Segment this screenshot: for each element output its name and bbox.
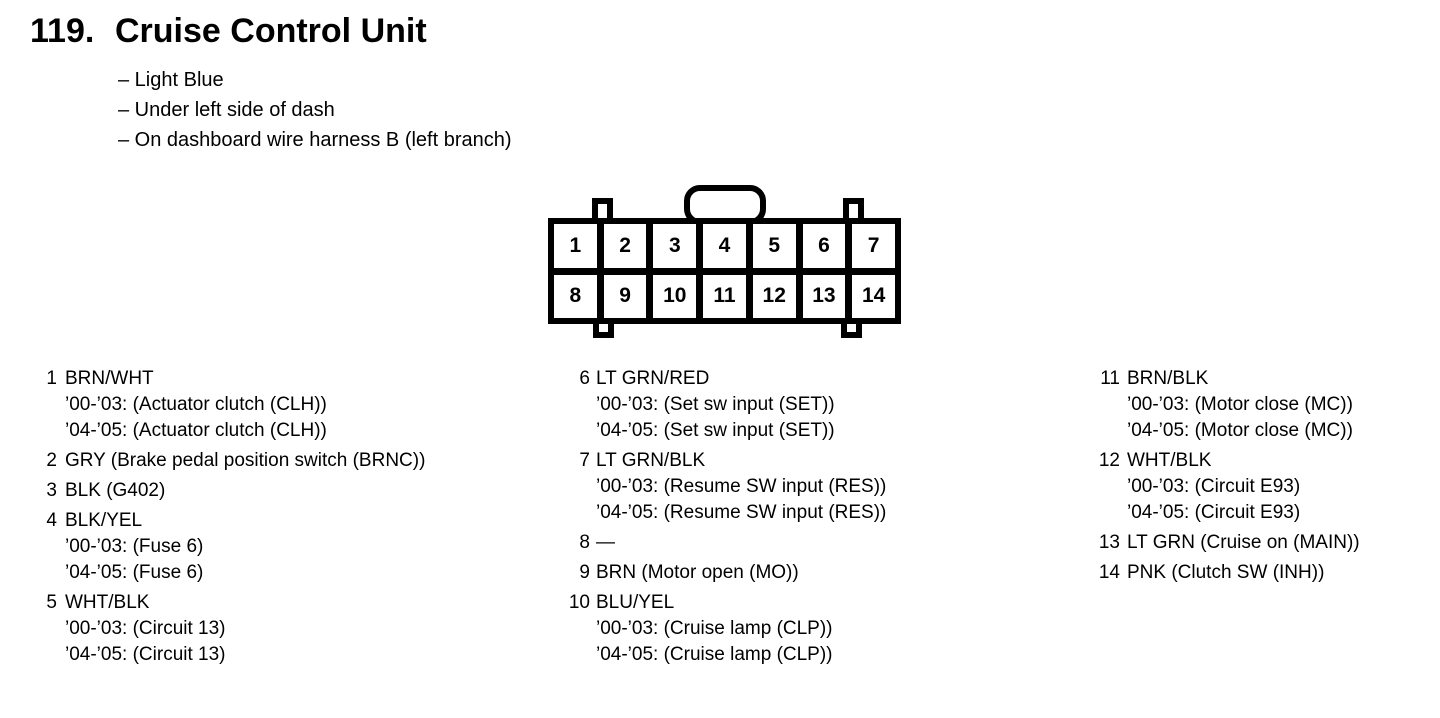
pin-year-note: ’00-’03: (Cruise lamp (CLP)) [596, 618, 833, 639]
pin-entry-11: 11 BRN/BLK ’00-’03: (Motor close (MC)) ’04-… [1086, 366, 1426, 444]
connector-cavity-6: 6 [802, 224, 846, 268]
pin-description: PNK (Clutch SW (INH)) [1127, 560, 1324, 586]
pin-year-note: ’04-’05: (Circuit E93) [1127, 502, 1301, 523]
connector-cavity-2: 2 [603, 224, 647, 268]
pin-entry-10: 10 BLU/YEL ’00-’03: (Cruise lamp (CLP)) ’04… [556, 590, 986, 668]
pin-number: 9 [579, 562, 590, 583]
connector-cavity-7: 7 [852, 224, 895, 268]
pin-wire-color: LT GRN/RED [596, 368, 710, 389]
pin-entry-2: 2 GRY (Brake pedal position switch (BRNC)… [36, 448, 541, 474]
location-note: – Under left side of dash [118, 99, 335, 121]
pin-number: 4 [46, 510, 57, 531]
pin-entry-12: 12 WHT/BLK ’00-’03: (Circuit E93) ’04-’05: … [1086, 448, 1426, 526]
location-note: – On dashboard wire harness B (left bran… [118, 129, 512, 151]
connector-cavity-14: 14 [852, 274, 895, 318]
pin-description: LT GRN (Cruise on (MAIN)) [1127, 530, 1360, 556]
pin-wire-color: — [596, 532, 615, 553]
pin-number: 10 [568, 592, 590, 613]
pin-year-note: ’04-’05: (Actuator clutch (CLH)) [65, 420, 327, 441]
pin-year-note: ’04-’05: (Cruise lamp (CLP)) [596, 644, 833, 665]
pin-list-column-2: 6 LT GRN/RED ’00-’03: (Set sw input (SET))… [556, 366, 986, 668]
pin-description: BRN (Motor open (MO)) [596, 560, 799, 586]
pin-wire-color: PNK (Clutch SW (INH)) [1127, 562, 1325, 583]
pin-wire-color: BLK/YEL [65, 510, 143, 531]
pin-list-column-1: 1 BRN/WHT ’00-’03: (Actuator clutch (CLH))… [36, 366, 541, 668]
location-note: – Light Blue [118, 69, 224, 91]
connector-cavity-1: 1 [554, 224, 597, 268]
connector-cavity-9: 9 [603, 274, 647, 318]
pin-number: 5 [46, 592, 57, 613]
pin-entry-14: 14 PNK (Clutch SW (INH)) [1086, 560, 1426, 586]
pin-entry-13: 13 LT GRN (Cruise on (MAIN)) [1086, 530, 1426, 556]
pin-wire-color: BLU/YEL [596, 592, 675, 613]
pin-description: LT GRN/RED ’00-’03: (Set sw input (SET)) ’… [596, 366, 835, 444]
pin-year-note: ’04-’05: (Motor close (MC)) [1127, 420, 1353, 441]
pin-year-note: ’00-’03: (Fuse 6) [65, 536, 204, 557]
pin-list-column-3: 11 BRN/BLK ’00-’03: (Motor close (MC)) ’04-… [1086, 366, 1426, 586]
pin-year-note: ’00-’03: (Actuator clutch (CLH)) [65, 394, 327, 415]
pin-description: LT GRN/BLK ’00-’03: (Resume SW input (RES… [596, 448, 886, 526]
pin-wire-color: BRN (Motor open (MO)) [596, 562, 799, 583]
pin-year-note: ’04-’05: (Circuit 13) [65, 644, 226, 665]
pin-year-note: ’04-’05: (Set sw input (SET)) [596, 420, 835, 441]
pin-entry-7: 7 LT GRN/BLK ’00-’03: (Resume SW input (RE… [556, 448, 986, 526]
pin-year-note: ’00-’03: (Motor close (MC)) [1127, 394, 1353, 415]
pin-description: BLU/YEL ’00-’03: (Cruise lamp (CLP)) ’04-’… [596, 590, 833, 668]
connector-cavity-8: 8 [554, 274, 597, 318]
pin-description: GRY (Brake pedal position switch (BRNC)) [65, 448, 425, 474]
pin-description: WHT/BLK ’00-’03: (Circuit E93) ’04-’05: (C… [1127, 448, 1300, 526]
pin-description: BRN/BLK ’00-’03: (Motor close (MC)) ’04-’0… [1127, 366, 1353, 444]
pin-number: 1 [46, 368, 57, 389]
pin-entry-9: 9 BRN (Motor open (MO)) [556, 560, 986, 586]
pin-year-note: ’00-’03: (Resume SW input (RES)) [596, 476, 887, 497]
pin-entry-8: 8— [556, 530, 986, 556]
pin-entry-4: 4 BLK/YEL ’00-’03: (Fuse 6) ’04-’05: (Fuse … [36, 508, 541, 586]
pin-year-note: ’00-’03: (Circuit E93) [1127, 476, 1301, 497]
connector-cavity-11: 11 [703, 274, 746, 318]
section-title: 119. Cruise Control Unit [30, 12, 427, 51]
pin-wire-color: BRN/WHT [65, 368, 154, 389]
pin-number: 6 [579, 368, 590, 389]
pin-year-note: ’04-’05: (Fuse 6) [65, 562, 204, 583]
pin-entry-6: 6 LT GRN/RED ’00-’03: (Set sw input (SET))… [556, 366, 986, 444]
pin-number: 3 [46, 480, 57, 501]
pin-number: 2 [46, 450, 57, 471]
pin-wire-color: LT GRN/BLK [596, 450, 706, 471]
pin-wire-color: LT GRN (Cruise on (MAIN)) [1127, 532, 1360, 553]
pin-entry-3: 3 BLK (G402) [36, 478, 541, 504]
pin-number: 14 [1098, 562, 1120, 583]
pin-description: BRN/WHT ’00-’03: (Actuator clutch (CLH)) ’… [65, 366, 327, 444]
section-number: 119. [30, 12, 95, 50]
connector-cavity-10: 10 [653, 274, 697, 318]
connector-cavity-4: 4 [703, 224, 746, 268]
pin-wire-color: WHT/BLK [65, 592, 150, 613]
pin-wire-color: BLK (G402) [65, 480, 166, 501]
pin-number: 12 [1098, 450, 1120, 471]
location-notes: – Light Blue – Under left side of dash – O… [118, 65, 512, 155]
connector-cavity-3: 3 [653, 224, 697, 268]
pin-year-note: ’00-’03: (Circuit 13) [65, 618, 226, 639]
pin-wire-color: BRN/BLK [1127, 368, 1209, 389]
pin-year-note: ’04-’05: (Resume SW input (RES)) [596, 502, 887, 523]
pin-number: 11 [1100, 368, 1120, 389]
pin-description: WHT/BLK ’00-’03: (Circuit 13) ’04-’05: (Ci… [65, 590, 226, 668]
pin-year-note: ’00-’03: (Set sw input (SET)) [596, 394, 835, 415]
pin-wire-color: GRY (Brake pedal position switch (BRNC)) [65, 450, 426, 471]
pin-entry-5: 5 WHT/BLK ’00-’03: (Circuit 13) ’04-’05: (C… [36, 590, 541, 668]
connector-cavity-5: 5 [752, 224, 796, 268]
pin-description: — [596, 530, 615, 556]
connector-cavity-12: 12 [752, 274, 796, 318]
pin-wire-color: WHT/BLK [1127, 450, 1212, 471]
pin-entry-1: 1 BRN/WHT ’00-’03: (Actuator clutch (CLH))… [36, 366, 541, 444]
pin-description: BLK (G402) [65, 478, 165, 504]
page-title: Cruise Control Unit [115, 12, 427, 50]
pin-description: BLK/YEL ’00-’03: (Fuse 6) ’04-’05: (Fuse 6… [65, 508, 203, 586]
pin-number: 13 [1098, 532, 1120, 553]
pin-number: 8 [579, 532, 590, 553]
pin-number: 7 [579, 450, 590, 471]
connector-cavity-13: 13 [802, 274, 846, 318]
